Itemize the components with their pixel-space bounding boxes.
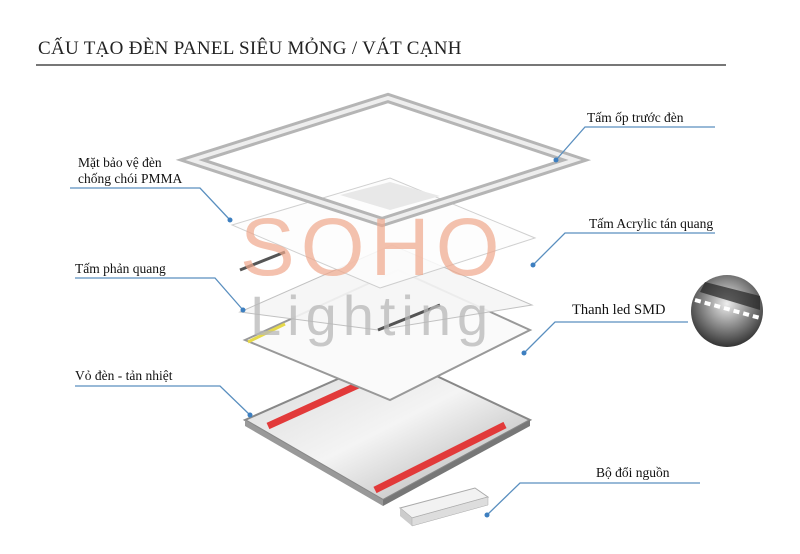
label-housing: Vỏ đèn - tản nhiệt bbox=[75, 368, 173, 383]
callout-lines bbox=[70, 126, 715, 516]
led-strip-right bbox=[373, 421, 507, 494]
page-title: CẤU TẠO ĐÈN PANEL SIÊU MỎNG / VÁT CẠNH bbox=[38, 38, 462, 59]
label-pmma-line1: Mặt bảo vệ đèn bbox=[78, 155, 162, 170]
label-front-frame: Tấm ốp trước đèn bbox=[587, 110, 684, 125]
housing-layer bbox=[242, 353, 533, 506]
label-reflector: Tấm phản quang bbox=[75, 261, 166, 276]
led-closeup-image bbox=[691, 275, 763, 347]
watermark-sub: Lighting bbox=[250, 284, 494, 347]
front-frame-layer bbox=[175, 92, 592, 228]
led-bar-yellow bbox=[247, 322, 286, 344]
label-led-bar: Thanh led SMD bbox=[572, 302, 666, 318]
label-pmma-line2: chống chói PMMA bbox=[78, 171, 183, 186]
reflector-layer bbox=[238, 244, 534, 332]
driver-box bbox=[398, 487, 490, 527]
watermark-brand: SOHO bbox=[240, 202, 505, 293]
title-divider bbox=[36, 64, 726, 66]
label-driver: Bộ đổi nguồn bbox=[596, 465, 670, 480]
label-acrylic: Tấm Acrylic tán quang bbox=[589, 216, 714, 231]
callout-dots bbox=[227, 157, 559, 518]
pmma-layer bbox=[230, 177, 537, 289]
